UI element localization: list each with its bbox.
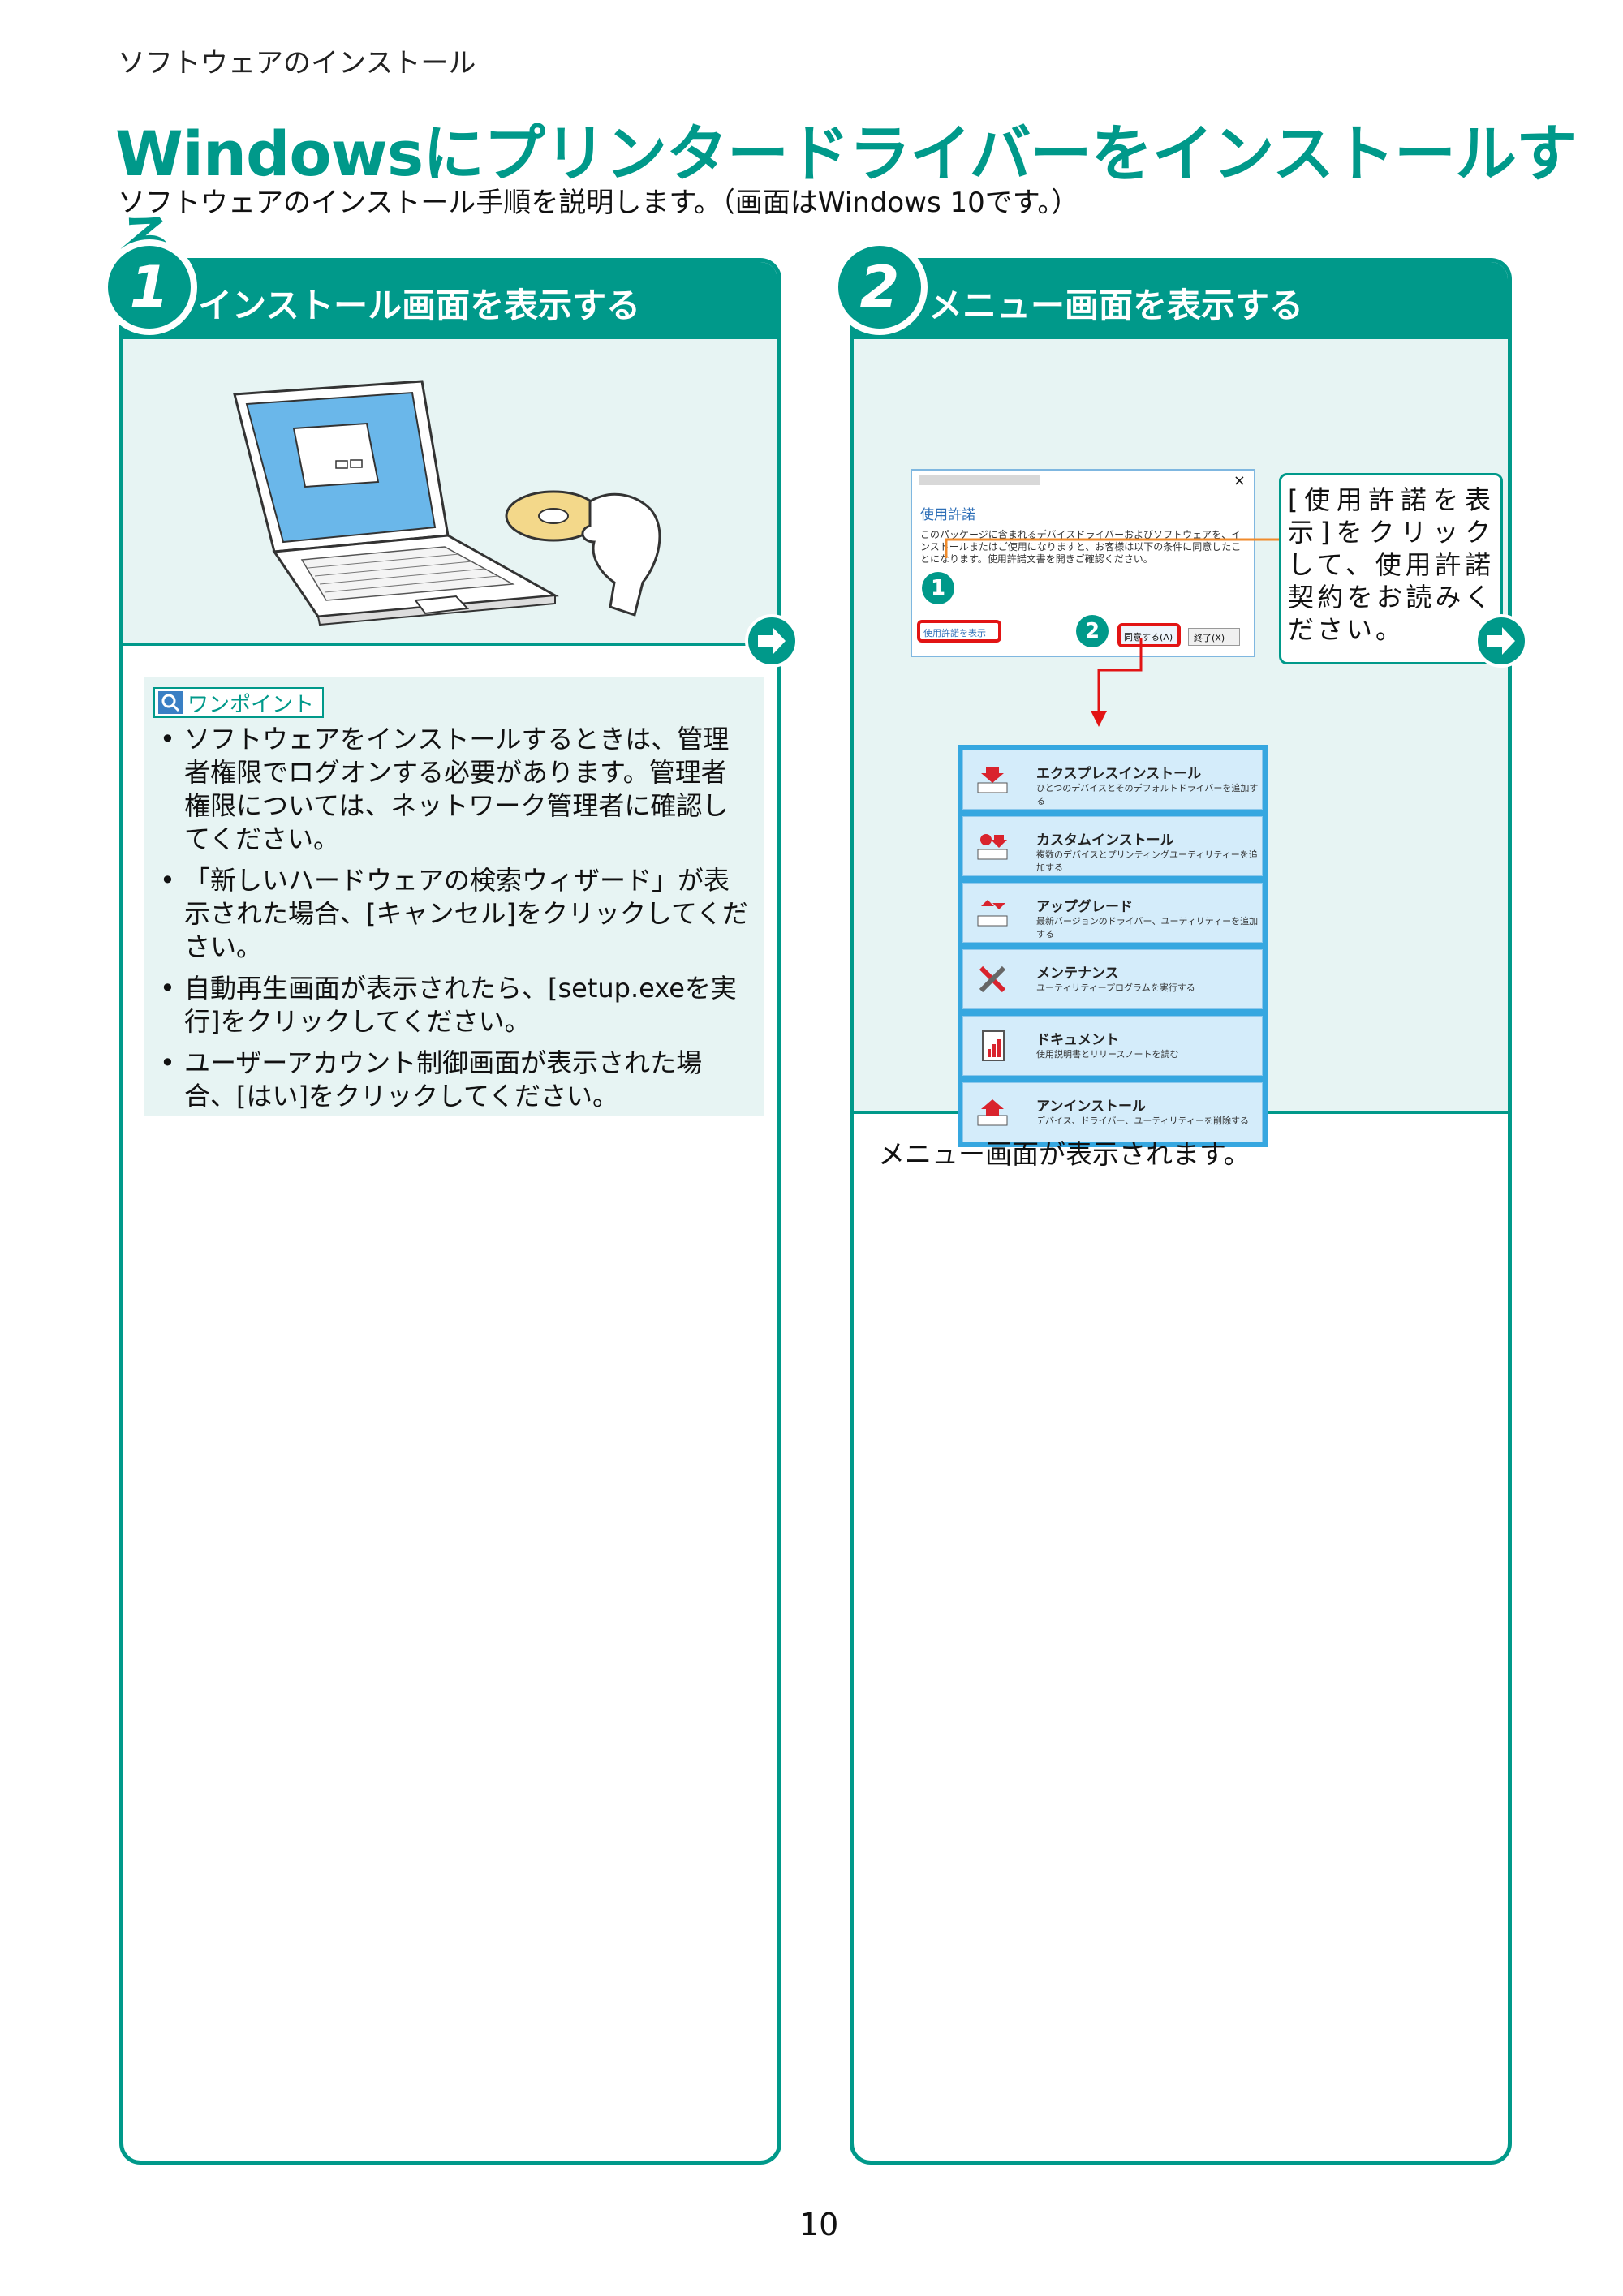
menu-item-upgrade[interactable]: アップグレード 最新バージョンのドライバー、ユーティリティーを追加する	[962, 883, 1263, 943]
step-marker-1: 1	[922, 572, 954, 604]
step2-title: メニュー画面を表示する	[928, 286, 1304, 325]
step2-caption: メニュー画面が表示されます。	[878, 1138, 1251, 1170]
step1-number-badge: 1	[101, 239, 197, 335]
exit-button[interactable]: 終了(X)	[1188, 628, 1240, 646]
menu-item-uninstall[interactable]: アンインストール デバイス、ドライバー、ユーティリティーを削除する	[962, 1082, 1263, 1142]
menu-item-document[interactable]: ドキュメント 使用説明書とリリースノートを読む	[962, 1016, 1263, 1076]
license-callout: [使用許諾を表示]をクリックして、使用許諾契約をお読みください。	[1279, 473, 1503, 664]
view-license-link[interactable]: 使用許諾を表示	[917, 620, 1001, 643]
arrow-right-icon	[758, 627, 786, 655]
step1-illustration-area	[123, 339, 777, 646]
menu-item-maintenance[interactable]: メンテナンス ユーティリティープログラムを実行する	[962, 949, 1263, 1009]
page-subtitle: ソフトウェアのインストール手順を説明します。（画面はWindows 10です。）	[118, 187, 1079, 219]
tools-icon	[979, 965, 1006, 993]
license-dialog-screenshot: × 使用許諾 このパッケージに含まれるデバイスドライバーおよびソフトウェアを、イ…	[911, 469, 1255, 657]
close-icon[interactable]: ×	[1233, 472, 1246, 489]
magnifier-icon	[158, 691, 183, 714]
next-arrow-icon	[745, 614, 799, 668]
laptop-cd-illustration	[233, 380, 661, 626]
arrow-right-icon	[1487, 627, 1515, 655]
step1-header: インストール画面を表示する	[123, 262, 777, 339]
menu-item-express-install[interactable]: エクスプレスインストール ひとつのデバイスとそのデフォルトドライバーを追加する	[962, 750, 1263, 810]
next-arrow-icon	[1474, 614, 1528, 668]
tip-list: ソフトウェアをインストールするときは、管理者権限でログオンする必要があります。管…	[152, 723, 752, 1121]
install-icon	[977, 767, 1008, 793]
menu-item-custom-install[interactable]: カスタムインストール 複数のデバイスとプリンティングユーティリティーを追加する	[962, 816, 1263, 876]
installer-menu-screenshot: エクスプレスインストール ひとつのデバイスとそのデフォルトドライバーを追加する …	[958, 745, 1268, 1147]
tip-label: ワンポイント	[187, 692, 315, 717]
dialog-text: このパッケージに含まれるデバイスドライバーおよびソフトウェアを、インストールまた…	[920, 529, 1242, 565]
step2-number-badge: 2	[832, 239, 928, 335]
breadcrumb: ソフトウェアのインストール	[118, 47, 476, 80]
tip-item: 自動再生画面が表示されたら、[setup.exeを実行]をクリックしてください。	[152, 972, 752, 1038]
tip-item: ユーザーアカウント制御画面が表示された場合、[はい]をクリックしてください。	[152, 1047, 752, 1113]
custom-install-icon	[977, 834, 1008, 860]
tip-item: 「新しいハードウェアの検索ウィザード」が表示された場合、[キャンセル]をクリック…	[152, 864, 752, 964]
uninstall-icon	[977, 1099, 1008, 1126]
upgrade-icon	[977, 900, 1008, 927]
tip-badge: ワンポイント	[153, 687, 325, 718]
step1-card: インストール画面を表示する	[119, 258, 781, 2165]
agree-button[interactable]: 同意する(A)	[1117, 623, 1181, 647]
step-marker-2: 2	[1076, 615, 1109, 647]
step2-card: メニュー画面を表示する × 使用許諾 このパッケージに含まれるデバイスドライバー…	[850, 258, 1512, 2165]
page-title: Windowsにプリンタードライバーをインストールする	[115, 118, 1578, 279]
dialog-titlebar-placeholder	[919, 475, 1040, 485]
step1-title: インストール画面を表示する	[198, 286, 641, 325]
dialog-heading: 使用許諾	[920, 507, 975, 523]
document-icon	[982, 1030, 1005, 1061]
tip-box: ワンポイント ソフトウェアをインストールするときは、管理者権限でログオンする必要…	[144, 677, 764, 1116]
step2-illustration-area: × 使用許諾 このパッケージに含まれるデバイスドライバーおよびソフトウェアを、イ…	[854, 339, 1508, 1147]
page-number: 10	[799, 2207, 839, 2242]
step2-header: メニュー画面を表示する	[854, 262, 1508, 339]
tip-item: ソフトウェアをインストールするときは、管理者権限でログオンする必要があります。管…	[152, 723, 752, 856]
